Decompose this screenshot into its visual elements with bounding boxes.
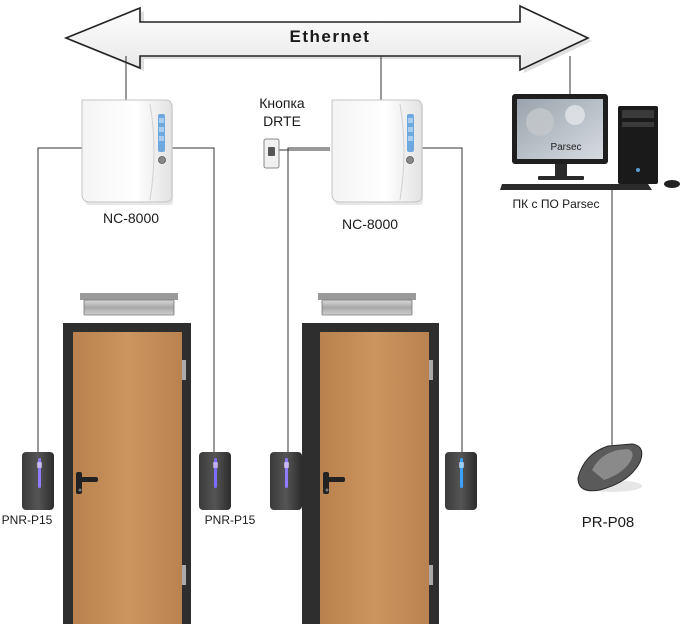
reader-pnr-p15-4 (445, 452, 477, 510)
controller-nc8000-2: NC-8000 (331, 99, 423, 232)
button-label-line2: DRTE (263, 113, 301, 129)
wiring (37, 56, 613, 452)
pc-screen-text: Parsec (550, 142, 581, 153)
magnetic-lock-1 (80, 293, 178, 316)
door-1 (63, 293, 191, 624)
magnetic-lock-2 (318, 293, 416, 316)
reader-pnr-p15-1: PNR-P15 (2, 452, 54, 527)
door-2 (302, 293, 439, 624)
pc-label: ПК с ПО Parsec (513, 197, 600, 211)
pc-workstation: Parsec ПК с ПО Parsec (500, 94, 680, 211)
reader-2-label: PNR-P15 (205, 513, 256, 527)
exit-button-drte: Кнопка DRTE (259, 95, 305, 169)
desktop-reader-label: PR-P08 (582, 514, 635, 531)
controller-1-label: NC-8000 (103, 210, 159, 226)
ethernet-bus-arrow: Ethernet (63, 4, 592, 73)
desktop-reader-pr-p08: PR-P08 (577, 443, 643, 531)
reader-pnr-p15-3 (270, 452, 302, 510)
controller-nc8000-1: NC-8000 (81, 99, 173, 226)
controller-2-label: NC-8000 (342, 216, 398, 232)
reader-pnr-p15-2: PNR-P15 (199, 452, 256, 527)
button-label-line1: Кнопка (259, 95, 305, 111)
ethernet-label: Ethernet (290, 27, 371, 46)
reader-1-label: PNR-P15 (2, 513, 53, 527)
